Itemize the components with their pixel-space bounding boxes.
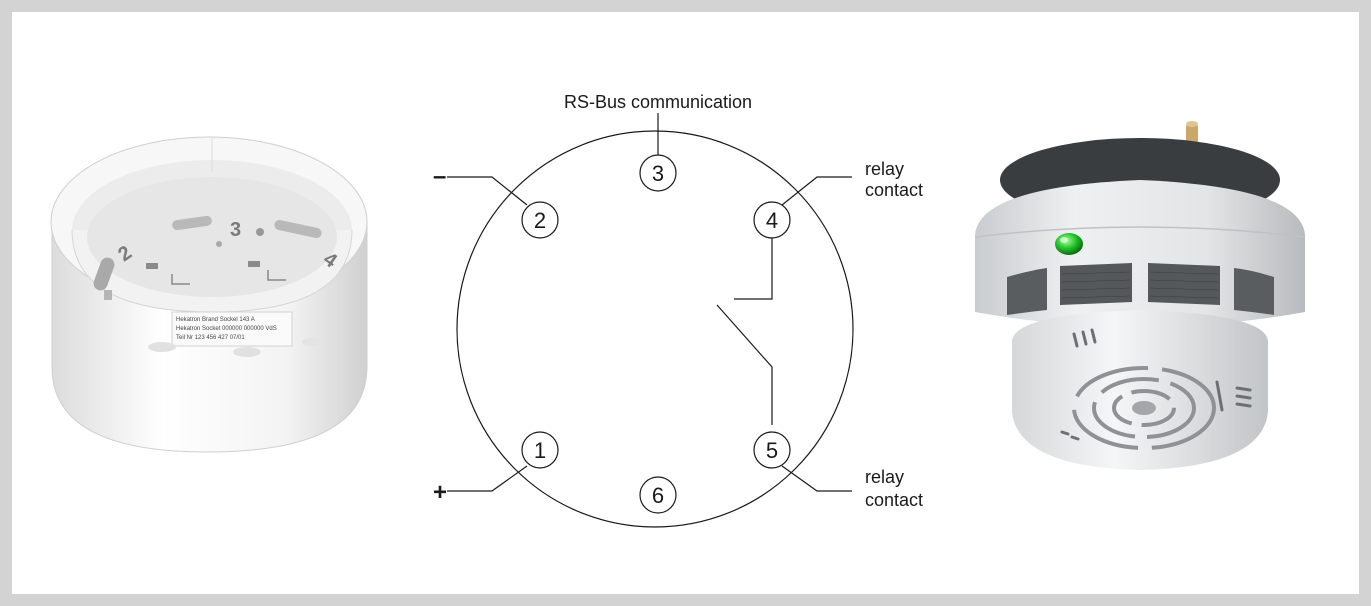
relay-switch-upper (734, 237, 773, 300)
terminal-1 (521, 431, 559, 469)
relay-top-leader (781, 176, 852, 206)
relay-switch-lower (716, 304, 773, 425)
base-socket-photo: 2 3 4 Hekatron Brand Sockel 143 A Hekatr… (50, 136, 368, 453)
relay-bottom-label-line1: relay (865, 467, 904, 487)
terminal-2-label: 2 (534, 208, 546, 233)
minus-label: – (433, 163, 446, 190)
relay-bottom-leader (781, 465, 852, 492)
wiring-figure: 2 3 4 Hekatron Brand Sockel 143 A Hekatr… (50, 92, 1306, 528)
rs-bus-label: RS-Bus communication (564, 92, 752, 112)
wiring-diagram (447, 113, 854, 528)
status-led (1055, 233, 1083, 255)
terminal-5 (753, 431, 791, 469)
plus-wire (447, 465, 528, 492)
relay-top-label-line2: contact (865, 180, 923, 200)
figure-frame: 2 3 4 Hekatron Brand Sockel 143 A Hekatr… (12, 12, 1359, 594)
sticker-line-2: Hekatron Socket 000000 000000 VdS (176, 326, 277, 332)
terminal-3-label: 3 (652, 161, 664, 186)
terminal-2 (521, 201, 559, 239)
smoke-detector-photo (974, 121, 1306, 470)
sticker-line-3: Teil Nr 123 456 427 07/01 (176, 335, 245, 341)
terminal-4 (753, 201, 791, 239)
terminal-4-label: 4 (766, 208, 778, 233)
socket-outline-circle (456, 130, 854, 528)
socket-number-3: 3 (230, 219, 241, 241)
plus-label: + (433, 479, 447, 506)
terminal-6 (639, 476, 677, 514)
minus-wire (447, 176, 528, 206)
relay-top-label-line1: relay (865, 159, 904, 179)
relay-bottom-label-line2: contact (865, 490, 923, 510)
sticker-line-1: Hekatron Brand Sockel 143 A (176, 317, 255, 323)
terminal-6-label: 6 (652, 483, 664, 508)
terminal-1-label: 1 (534, 438, 546, 463)
terminal-3 (639, 154, 677, 192)
terminal-5-label: 5 (766, 438, 778, 463)
